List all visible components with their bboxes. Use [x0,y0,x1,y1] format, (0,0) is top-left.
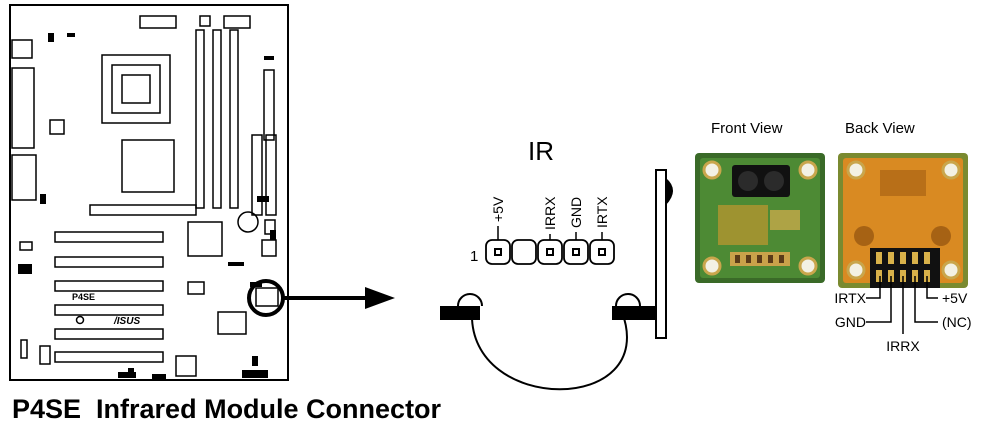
pin-label-irtx: IRTX [594,196,610,228]
pin-label-plus5v: +5V [490,196,506,222]
pin-label-irrx: IRRX [542,196,558,230]
header-pin [589,239,615,265]
back-pin-label-irtx: IRTX [834,290,866,306]
module-front-view [695,153,825,283]
back-pin-label-gnd: GND [835,314,866,330]
pin1-label: 1 [470,248,478,265]
figure-caption: P4SE Infrared Module Connector [12,394,442,424]
connector-title: IR [528,136,554,166]
pointer-arrow [283,287,395,309]
header-pin [563,239,589,265]
front-view-label: Front View [711,120,783,137]
ir-cable [440,293,656,391]
board-model-label: P4SE [72,292,95,302]
pin-leads [497,226,603,240]
header-pin [485,239,511,265]
brand-logo: /ISUS [113,316,140,327]
motherboard-dots [18,33,276,380]
back-pin-label-irrx: IRRX [886,338,920,354]
module-back-view [838,153,968,288]
pin-leader-lines [866,276,938,334]
back-view-label: Back View [845,120,915,137]
ir-header [485,239,615,265]
motherboard-layout [9,4,289,381]
header-pin [537,239,563,265]
header-pin [511,239,537,265]
back-pin-label-plus5v: +5V [942,290,968,306]
back-pin-label-nc: (NC) [942,314,972,330]
pin-label-gnd: GND [568,197,584,228]
ir-module-side-view [655,169,673,339]
